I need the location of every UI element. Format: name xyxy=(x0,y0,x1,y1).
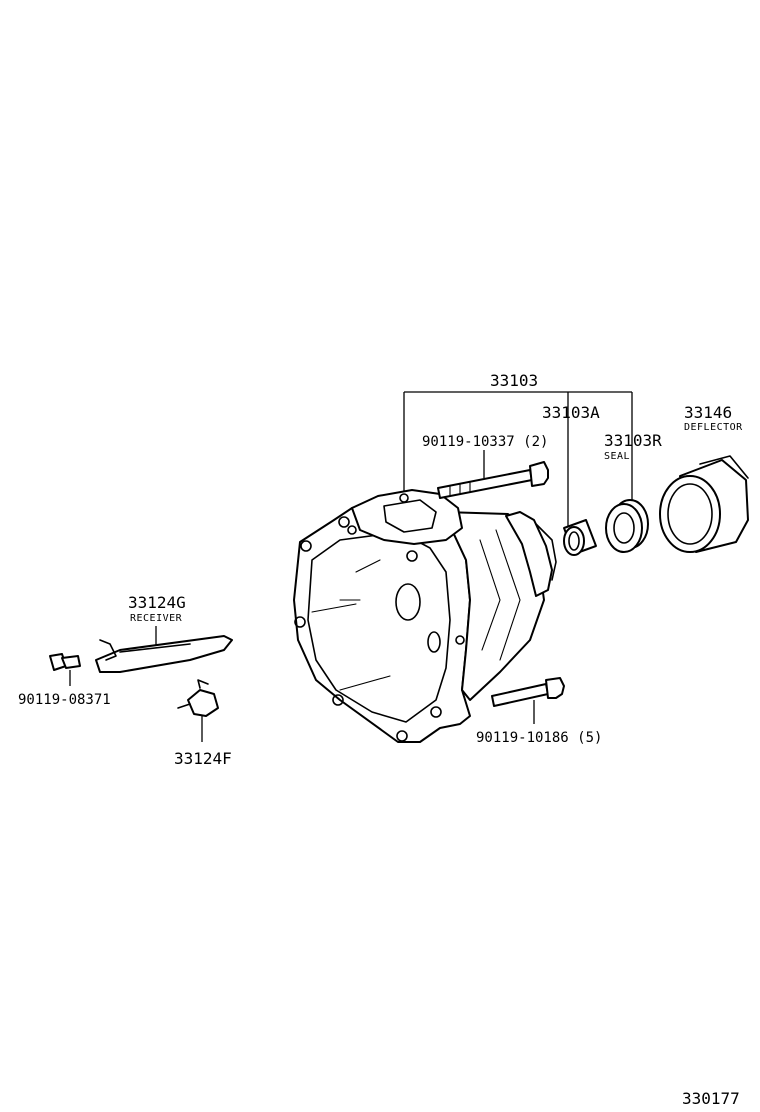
bell-housing xyxy=(293,489,557,743)
label-receiver: RECEIVER xyxy=(130,613,183,624)
bolt-90119-10186 xyxy=(491,677,565,724)
label-90119-08371: 90119-08371 xyxy=(18,692,111,708)
seal-33103R xyxy=(605,499,649,553)
label-seal: SEAL xyxy=(604,451,630,462)
label-33124G: 33124G xyxy=(128,593,186,612)
label-90119-10337: 90119-10337 (2) xyxy=(422,434,548,450)
clip-33124F xyxy=(177,679,219,742)
label-33146: 33146 xyxy=(684,403,732,422)
label-33103R: 33103R xyxy=(604,431,662,450)
sleeve-33103A xyxy=(563,519,597,556)
label-33103A: 33103A xyxy=(542,403,600,422)
receiver-33124G xyxy=(95,626,233,673)
label-33124F: 33124F xyxy=(174,749,232,768)
label-deflector: DEFLECTOR xyxy=(684,422,743,433)
figure-number: 330177 xyxy=(682,1089,740,1108)
bolt-90119-10337 xyxy=(437,450,549,499)
label-33103: 33103 xyxy=(490,371,538,390)
deflector-33146 xyxy=(659,455,749,553)
leader-33103 xyxy=(403,391,633,528)
label-90119-10186: 90119-10186 (5) xyxy=(476,730,602,746)
bolt-90119-08371 xyxy=(49,653,81,686)
